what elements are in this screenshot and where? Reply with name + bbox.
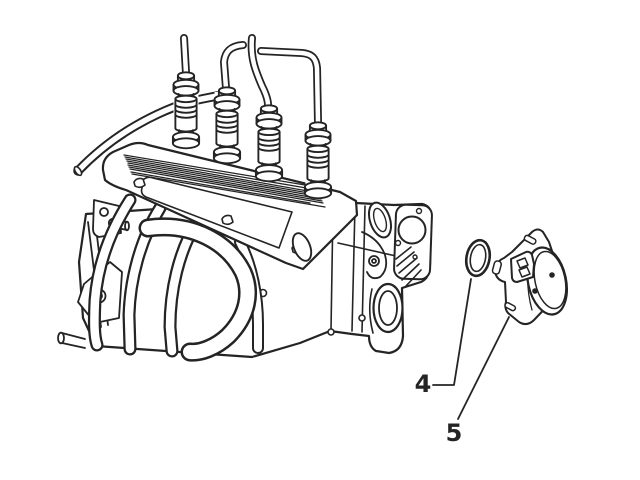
sensor [491,228,568,326]
o-ring [464,238,492,278]
tensioner-arm [361,231,388,280]
spark-plug-wires [180,34,322,126]
callout-5: 5 [446,316,510,447]
callout-5-label[interactable]: 5 [446,419,463,447]
valve-cover [101,141,359,271]
radiator-hose [73,91,222,177]
block-edges [330,205,397,333]
valve-cover-panel [140,176,293,249]
ignition-coil-1 [171,71,201,150]
sensor-face [533,250,567,310]
exhaust-manifold [87,193,264,362]
cover-end-oval [291,232,313,262]
sensor-connector-pin-2 [518,266,531,278]
outlet-hose [138,217,258,362]
sensor-ear-slot-top [523,234,537,245]
sensor-connector-pin-1 [516,257,529,269]
callout-5-leader [457,316,510,420]
sensor-ear-slot-bottom [504,302,517,312]
end-plate-bore [397,215,427,245]
stud-lower [61,332,86,349]
callout-4-label[interactable]: 4 [415,370,432,398]
ignition-coil-4 [303,121,333,200]
engine-assembly [57,34,433,362]
cover-clip-1 [133,177,146,189]
exhaust-pipe-1 [87,193,137,352]
spring-ribs [395,246,422,287]
ignition-coil-2 [212,86,242,165]
cover-clip-2 [221,214,234,226]
ignition-coil-3 [254,104,284,183]
callout-4-leader [432,278,472,386]
sensor-ear-slot-left [491,260,503,275]
callout-4: 4 [415,278,472,398]
